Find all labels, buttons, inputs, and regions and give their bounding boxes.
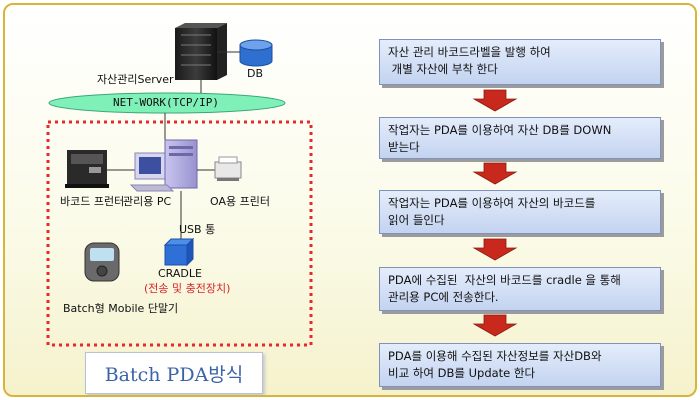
step-box-4: PDA에 수집된 자산의 바코드를 cradle 을 통해 관리용 PC에 전송… (379, 267, 661, 311)
cradle-label: CRADLE (158, 267, 202, 280)
step-1-line-1: 자산 관리 바코드라벨을 발행 하여 (388, 45, 551, 59)
step-4-line-2: 관리용 PC에 전송한다. (388, 290, 499, 304)
flow-arrow-2 (472, 162, 518, 185)
diagram-frame: 자산관리Server DB NET-WORK(TCP/IP) 바코드 프런터 관… (3, 3, 697, 397)
step-box-1: 자산 관리 바코드라벨을 발행 하여 개별 자산에 부착 한다 (379, 39, 661, 85)
flow-arrow-1 (472, 89, 518, 112)
step-2-line-1: 작업자는 PDA를 이용하여 자산 DB를 DOWN (388, 123, 612, 137)
step-5-line-1: PDA를 이용해 수집된 자산정보를 자산DB와 (388, 349, 602, 363)
flow-arrow-4 (472, 314, 518, 337)
step-3-line-2: 읽어 들인다 (388, 213, 445, 227)
computer-icon (129, 139, 198, 192)
diagram-title: Batch PDA방식 (85, 352, 263, 394)
server-icon (175, 23, 227, 80)
diagram-canvas (46, 23, 518, 347)
oa-printer-icon (214, 156, 242, 181)
step-box-2: 작업자는 PDA를 이용하여 자산 DB를 DOWN 받는다 (379, 117, 661, 159)
db-label: DB (247, 67, 264, 80)
admin-pc-label: 관리용 PC (123, 195, 172, 208)
step-5-line-2: 비교 하여 DB를 Update 한다 (388, 366, 536, 380)
cradle-icon (163, 237, 195, 267)
usb-label: USB 통 (179, 223, 216, 236)
pda-icon (84, 242, 120, 282)
network-label: NET-WORK(TCP/IP) (113, 96, 219, 109)
network-ellipse (48, 92, 286, 114)
barcode-printer-icon (65, 150, 109, 188)
pda-label: Batch형 Mobile 단말기 (63, 302, 179, 315)
local-zone-border (46, 120, 313, 347)
step-box-3: 작업자는 PDA를 이용하여 자산의 바코드를 읽어 들인다 (379, 190, 661, 234)
server-label: 자산관리Server (97, 73, 174, 86)
oa-printer-label: OA용 프린터 (210, 195, 270, 208)
database-icon (239, 39, 273, 67)
step-4-line-1: PDA에 수집된 자산의 바코드를 cradle 을 통해 (388, 273, 621, 287)
cradle-note-label: (전송 및 충전장치) (144, 282, 231, 295)
step-2-line-2: 받는다 (388, 140, 420, 154)
step-box-5: PDA를 이용해 수집된 자산정보를 자산DB와 비교 하여 DB를 Updat… (379, 343, 661, 387)
barcode-printer-label: 바코드 프런터 (60, 195, 125, 208)
step-1-line-2: 개별 자산에 부착 한다 (388, 62, 498, 76)
step-3-line-1: 작업자는 PDA를 이용하여 자산의 바코드를 (388, 196, 596, 210)
flow-arrow-3 (472, 238, 518, 261)
